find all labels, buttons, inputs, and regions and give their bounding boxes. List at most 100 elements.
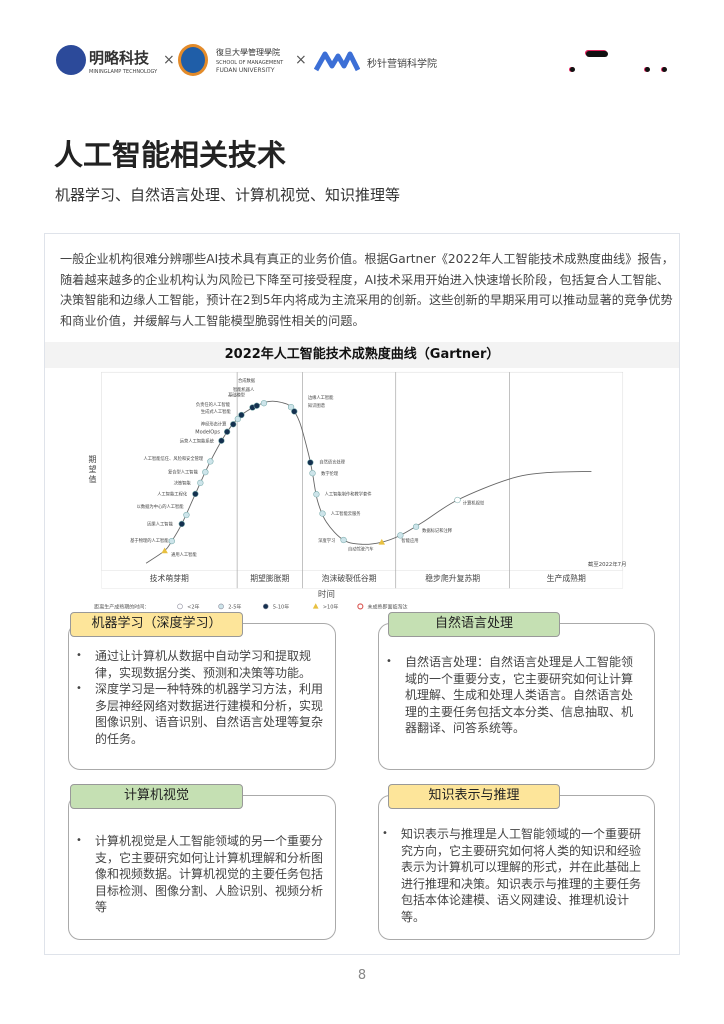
card-computer-vision: 计算机视觉是人工智能领域的另一个重要分支，它主要研究如何让计算机理解和分析图像和… (68, 795, 336, 940)
intro-paragraph: 一般企业机构很难分辨哪些AI技术具有真正的业务价值。根据Gartner《2022… (60, 252, 674, 328)
point-label: 生成式人工智能 (201, 408, 232, 415)
chart-title: 2022年人工智能技术成熟度曲线（Gartner） (45, 342, 679, 368)
legend-marker (262, 603, 269, 610)
point-label: 数字伦理 (321, 470, 339, 477)
bullet: 计算机视觉是人工智能领域的另一个重要分支，它主要研究如何让计算机理解和分析图像和… (73, 833, 323, 916)
legend-label: 5-10年 (273, 604, 289, 611)
minglamp-logo-icon (56, 45, 86, 75)
phase-label: 生产成熟期 (547, 573, 586, 583)
point-label: 人工智能制作和教学套件 (325, 491, 373, 498)
legend-triangle (312, 603, 319, 609)
legend-label: <2年 (187, 604, 199, 611)
fudan-logo-name: 復旦大學管理學院 (216, 48, 280, 57)
point-label: 知识图谱 (308, 402, 326, 409)
card-title-machine-learning: 机器学习（深度学习） (70, 612, 243, 637)
legend-marker (218, 603, 224, 610)
legend-marker (177, 603, 183, 610)
card-nlp: 自然语言处理：自然语言处理是人工智能领域的一个重要分支，它主要研究如何让计算机理… (378, 623, 655, 770)
point-label: 基础模型 (228, 391, 246, 398)
point-marker (260, 400, 268, 407)
fudan-logo-sub1: SCHOOL OF MANAGEMENT (216, 60, 284, 66)
times-sign: × (163, 52, 175, 68)
point-label: 人工智能信任、风险和安全管理 (143, 455, 203, 462)
point-marker (197, 479, 204, 486)
phase-band (101, 570, 624, 589)
point-label: 决策智能 (174, 479, 192, 486)
point-label: 人工智能云服务 (331, 510, 362, 517)
point-label: 深度学习 (318, 537, 335, 544)
point-marker (238, 411, 245, 419)
point-marker (253, 402, 260, 409)
minglamp-logo-name: 明略科技 (89, 49, 150, 67)
point-label: 边缘人工智能 (308, 394, 334, 401)
point-marker (183, 511, 190, 519)
point-label: 自动驾驶汽车 (348, 546, 374, 553)
legend-title: 距离生产成熟期的时间： (94, 604, 149, 611)
bullet: 深度学习是一种特殊的机器学习方法，利用多层神经网络对数据进行建模和分析，实现图像… (73, 681, 325, 747)
point-marker (218, 437, 225, 444)
point-label: 智能机器人 (233, 386, 255, 393)
card-title-knowledge-reasoning: 知识表示与推理 (388, 784, 560, 809)
point-label: 因果人工智能 (147, 521, 173, 528)
legend-label: 未成熟即面临淘汰 (368, 604, 408, 611)
card-knowledge-reasoning: 知识表示与推理是人工智能领域的一个重要研究方向，它主要研究如何将人类的知识和经验… (378, 795, 655, 940)
point-label: 自然语言处理 (319, 459, 345, 466)
point-marker (178, 520, 185, 528)
point-marker (230, 421, 237, 428)
point-marker (192, 490, 199, 498)
phase-label: 稳步爬升复苏期 (425, 573, 480, 583)
point-label: 合成数据 (238, 377, 256, 384)
point-marker (202, 469, 209, 476)
point-label: 复合型人工智能 (168, 469, 199, 476)
point-marker (207, 458, 214, 465)
decor-dash (586, 51, 608, 57)
legend-label: 2-5年 (228, 604, 241, 611)
point-label: 智能应用 (401, 537, 418, 544)
decor-dot (570, 67, 575, 72)
point-triangle (161, 547, 168, 554)
card-machine-learning: 通过让计算机从数据中自动学习和提取规律，实现数据分类、预测和决策等功能。深度学习… (68, 623, 336, 770)
point-marker (309, 470, 316, 477)
point-marker (319, 510, 326, 517)
point-marker (454, 496, 461, 504)
decor-dot (645, 67, 650, 72)
plot-area (101, 371, 624, 571)
bullet: 自然语言处理：自然语言处理是人工智能领域的一个重要分支，它主要研究如何让计算机理… (383, 654, 643, 737)
phase-label: 技术萌芽期 (150, 573, 189, 583)
miaozhen-logo-icon (314, 51, 360, 72)
point-label: 通用人工智能 (171, 551, 197, 558)
x-axis-label: 时间 (318, 588, 335, 600)
point-label: 基于物理的人工智能 (130, 537, 169, 544)
point-marker (234, 415, 241, 423)
phase-label: 期望膨胀期 (250, 573, 289, 583)
page-title: 人工智能相关技术 (54, 138, 287, 172)
point-label: 神经形态计算 (201, 421, 227, 428)
page-number: 8 (357, 968, 367, 983)
legend-obsolete-icon (357, 603, 364, 610)
fudan-logo-sub2: FUDAN UNIVERSITY (216, 67, 275, 74)
y-axis-label: 期望值 (88, 455, 97, 485)
point-label: 人工智能工程化 (157, 491, 188, 498)
page-subtitle: 机器学习、自然语言处理、计算机视觉、知识推理等 (55, 186, 401, 204)
point-marker (168, 537, 175, 545)
point-label: ModelOps (195, 430, 220, 436)
point-marker (313, 491, 320, 498)
bullet: 知识表示与推理是人工智能领域的一个重要研究方向，它主要研究如何将人类的知识和经验… (379, 826, 647, 925)
point-marker (291, 408, 298, 415)
miaozhen-logo-name: 秒针营销科学院 (367, 59, 437, 70)
point-label: 负责任的人工智能 (196, 401, 231, 408)
decor-dot (662, 67, 667, 72)
minglamp-logo-sub: MININGLAMP TECHNOLOGY (89, 69, 158, 75)
chart-note: 截至2022年7月 (588, 560, 626, 568)
times-sign-2: × (295, 52, 307, 68)
card-title-nlp: 自然语言处理 (388, 612, 560, 637)
point-marker (224, 428, 231, 435)
point-marker (287, 404, 295, 411)
point-label: 数据标记和注释 (422, 527, 453, 534)
card-title-computer-vision: 计算机视觉 (70, 784, 243, 809)
phase-label: 泡沫破裂低谷期 (322, 573, 377, 583)
fudan-emblem-icon (178, 44, 208, 76)
legend-label: >10年 (323, 604, 339, 611)
point-marker (340, 536, 347, 544)
